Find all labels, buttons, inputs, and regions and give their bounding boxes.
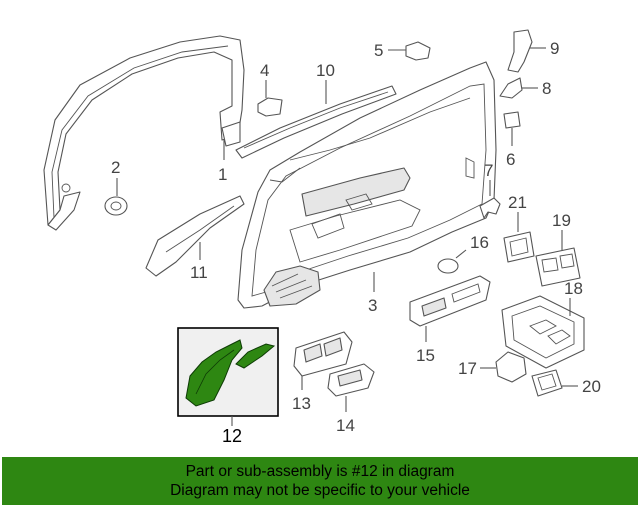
part-14-switch[interactable]: [327, 363, 375, 397]
part-20-switch[interactable]: [531, 369, 563, 397]
callout-21-label: 21: [508, 193, 527, 212]
part-19-switch[interactable]: [535, 247, 581, 287]
callout-3: 3: [368, 272, 377, 315]
callout-15-label: 15: [416, 346, 435, 365]
part-16-plug[interactable]: [437, 258, 459, 274]
part-12-highlight-box[interactable]: 12: [177, 327, 279, 446]
part-10-belt-molding[interactable]: [235, 85, 397, 159]
callout-12-label: 12: [222, 426, 242, 446]
callout-19: 19: [552, 211, 571, 250]
callout-11: 11: [190, 242, 208, 282]
callout-15: 15: [416, 326, 435, 365]
part-3-door-panel[interactable]: [237, 61, 497, 309]
part-15-switch-bezel[interactable]: [409, 275, 491, 327]
callout-11-label: 11: [190, 263, 208, 282]
callout-9: 9: [530, 39, 559, 58]
callout-4: 4: [260, 61, 269, 98]
callout-1: 1: [218, 140, 227, 184]
banner-line-2: Diagram may not be specific to your vehi…: [170, 482, 470, 499]
callout-21: 21: [508, 193, 527, 232]
callout-16-label: 16: [470, 233, 489, 252]
callout-7: 7: [484, 161, 493, 196]
part-17-switch[interactable]: [495, 351, 527, 383]
part-6-cap[interactable]: [503, 111, 521, 129]
callout-18: 18: [564, 279, 583, 316]
part-4-clip[interactable]: [257, 97, 283, 117]
part-7-bracket[interactable]: [479, 197, 501, 219]
callout-14-label: 14: [336, 416, 355, 435]
part-12-trim-secondary: [235, 343, 276, 369]
callout-8: 8: [522, 79, 551, 98]
callout-6: 6: [506, 128, 515, 169]
part-12-trim-main: [185, 339, 243, 407]
part-9-bracket[interactable]: [507, 29, 533, 73]
part-1-pillar-trim[interactable]: [43, 35, 245, 231]
part-2-clip[interactable]: [104, 196, 128, 216]
info-banner: Part or sub-assembly is #12 in diagram D…: [2, 457, 638, 505]
banner-line-1: Part or sub-assembly is #12 in diagram: [185, 463, 455, 480]
callout-1-label: 1: [218, 165, 227, 184]
part-11-trim-piece[interactable]: [145, 195, 245, 277]
part-5-clip[interactable]: [405, 41, 431, 61]
callout-7-label: 7: [484, 161, 493, 180]
callout-20-label: 20: [582, 377, 601, 396]
callout-16: 16: [455, 233, 489, 259]
callout-14: 14: [336, 396, 355, 435]
callout-6-label: 6: [506, 150, 515, 169]
callout-9-label: 9: [550, 39, 559, 58]
part-18-master-switch[interactable]: [501, 295, 585, 369]
part-21-switch[interactable]: [503, 231, 535, 263]
callout-17-label: 17: [458, 359, 477, 378]
callout-13: 13: [292, 376, 311, 413]
callout-10-label: 10: [316, 61, 335, 80]
callout-10: 10: [316, 61, 335, 104]
callout-2-label: 2: [111, 158, 120, 177]
callout-17: 17: [458, 359, 496, 378]
callout-5-label: 5: [374, 41, 383, 60]
callout-4-label: 4: [260, 61, 269, 80]
callout-8-label: 8: [542, 79, 551, 98]
callout-20: 20: [562, 377, 601, 396]
callout-19-label: 19: [552, 211, 571, 230]
callout-2: 2: [111, 158, 120, 196]
part-13-switch-bezel[interactable]: [293, 331, 353, 377]
callout-13-label: 13: [292, 394, 311, 413]
callout-3-label: 3: [368, 296, 377, 315]
callout-18-label: 18: [564, 279, 583, 298]
callout-5: 5: [374, 41, 406, 60]
part-8-cover[interactable]: [499, 77, 523, 99]
